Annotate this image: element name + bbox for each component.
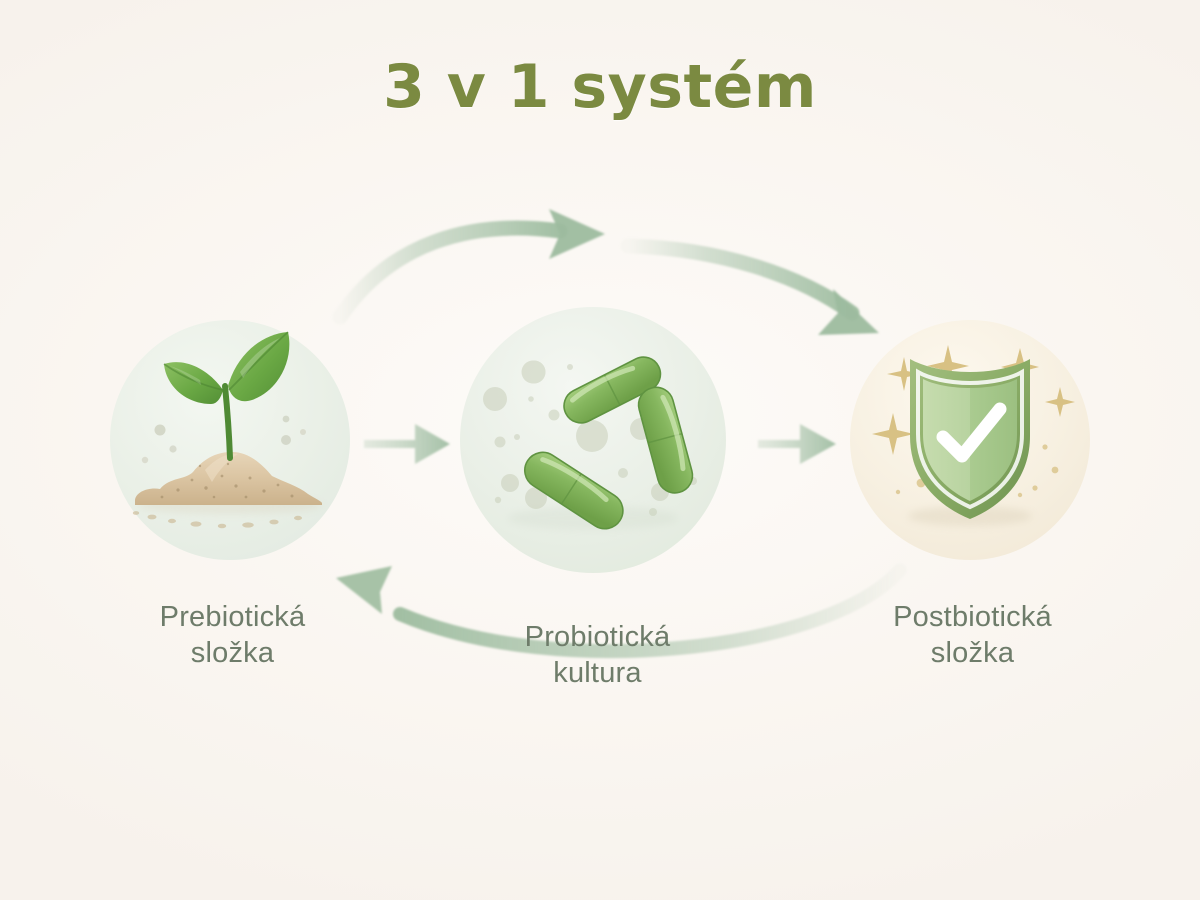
arrow-post-arc-back	[336, 563, 907, 659]
node-label-postbiotic: Postbiotická složka	[893, 601, 1052, 669]
arrow-pro-arc-top	[620, 238, 879, 335]
node-probiotic[interactable]	[460, 307, 726, 573]
arrow-pre-arc-top	[332, 209, 605, 325]
seedling-in-soil-icon	[132, 331, 322, 529]
shield-check-icon	[872, 345, 1075, 526]
arrow-pre-to-pro	[364, 424, 450, 464]
bacteria-cells-icon	[483, 356, 697, 530]
node-label-probiotic: Probiotická kultura	[524, 621, 671, 689]
node-prebiotic[interactable]	[110, 320, 350, 560]
page-title: 3 v 1 systém	[383, 52, 817, 122]
arrow-pro-to-post	[758, 424, 836, 464]
node-postbiotic[interactable]	[850, 320, 1090, 560]
node-label-prebiotic: Prebiotická složka	[159, 601, 306, 669]
